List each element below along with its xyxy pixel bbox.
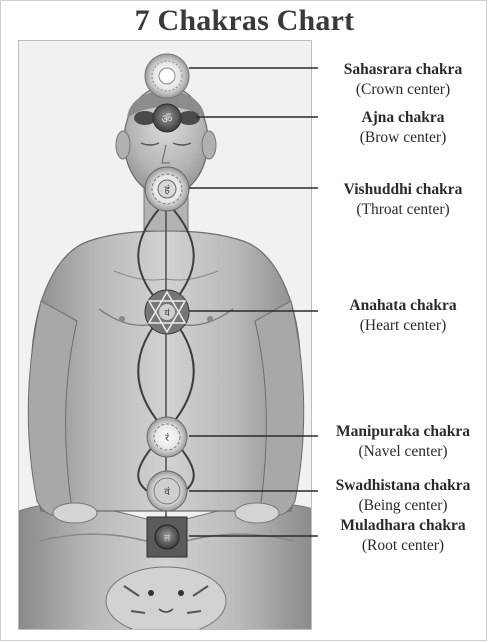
- chakra-center: (Root center): [318, 536, 488, 556]
- figure-svg: ॐ हं यं रं वं: [19, 41, 312, 630]
- label-vishuddhi: Vishuddhi chakra (Throat center): [318, 180, 488, 220]
- chakra-center: (Heart center): [318, 316, 488, 336]
- svg-text:हं: हं: [164, 184, 170, 196]
- label-sahasrara: Sahasrara chakra (Crown center): [318, 60, 488, 100]
- manipuraka-lotus-icon: रं: [147, 417, 187, 457]
- chart-title: 7 Chakras Chart: [0, 4, 489, 38]
- swadhistana-lotus-icon: वं: [147, 471, 187, 511]
- chakra-name: Muladhara chakra: [318, 516, 488, 536]
- svg-text:लं: लं: [164, 533, 171, 544]
- tiger-skin: [106, 567, 226, 630]
- sahasrara-lotus-icon: [145, 54, 189, 98]
- chakra-name: Sahasrara chakra: [318, 60, 488, 80]
- label-swadhistana: Swadhistana chakra (Being center): [318, 476, 488, 516]
- muladhara-lotus-icon: लं: [147, 517, 187, 557]
- chakra-name: Ajna chakra: [318, 108, 488, 128]
- chakra-center: (Brow center): [318, 128, 488, 148]
- label-anahata: Anahata chakra (Heart center): [318, 296, 488, 336]
- svg-text:ॐ: ॐ: [162, 112, 173, 126]
- vishuddhi-lotus-icon: हं: [145, 167, 189, 211]
- label-muladhara: Muladhara chakra (Root center): [318, 516, 488, 556]
- meditating-figure-illustration: ॐ हं यं रं वं: [18, 40, 312, 630]
- chakra-center: (Crown center): [318, 80, 488, 100]
- chakra-name: Vishuddhi chakra: [318, 180, 488, 200]
- chakra-name: Manipuraka chakra: [318, 422, 488, 442]
- chakra-name: Swadhistana chakra: [318, 476, 488, 496]
- chakra-center: (Being center): [318, 496, 488, 516]
- label-manipuraka: Manipuraka chakra (Navel center): [318, 422, 488, 462]
- svg-text:यं: यं: [164, 308, 170, 319]
- svg-text:वं: वं: [164, 486, 170, 498]
- anahata-lotus-icon: यं: [145, 290, 189, 334]
- chakra-name: Anahata chakra: [318, 296, 488, 316]
- label-ajna: Ajna chakra (Brow center): [318, 108, 488, 148]
- chakra-center: (Throat center): [318, 200, 488, 220]
- chakra-center: (Navel center): [318, 442, 488, 462]
